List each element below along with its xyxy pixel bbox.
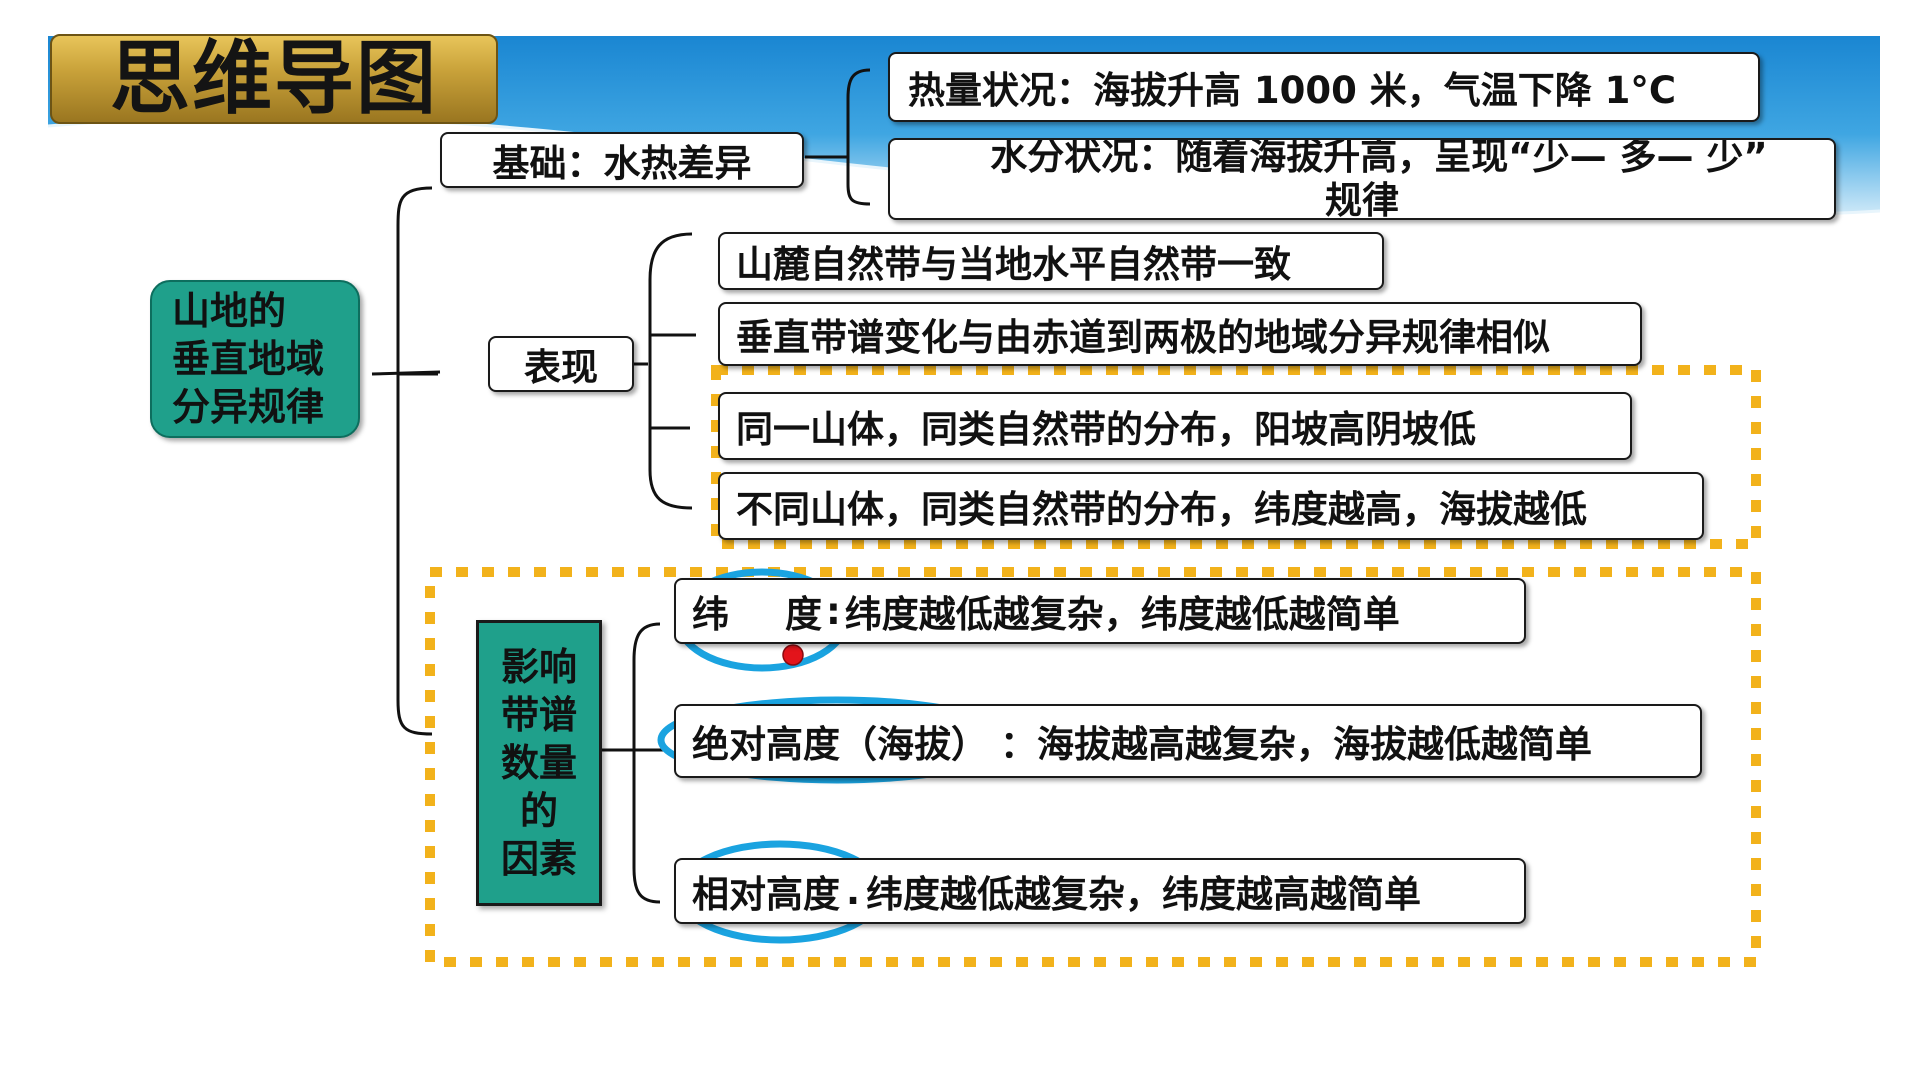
basis-label: 基础：水热差异 (492, 142, 752, 185)
factors-label: 影响 带谱 数量 的 因素 (500, 645, 577, 881)
water-condition-node: 水分状况：随着海拔升高，呈现“少— 多— 少” 规律 (888, 138, 1836, 220)
heat-condition-text: 热量状况：海拔升高 1000 米，气温下降 1°C (908, 69, 1677, 112)
manifestation-item-3-text: 同一山体，同类自然带的分布，阳坡高阴坡低 (736, 408, 1476, 451)
manifestation-item-1-text: 山麓自然带与当地水平自然带一致 (736, 243, 1291, 286)
manifestation-item-2: 垂直带谱变化与由赤道到两极的地域分异规律相似 (718, 302, 1642, 366)
manifestation-item-1: 山麓自然带与当地水平自然带一致 (718, 232, 1384, 290)
manifestation-node: 表现 (488, 336, 634, 392)
root-label: 山地的 垂直地域 分异规律 (172, 289, 325, 429)
factor-latitude-row: 纬 度 : 纬度越低越复杂，纬度越低越简单 (674, 578, 1526, 644)
red-dot-latitude (782, 644, 804, 666)
factor-relative-height-text: 纬度越低越复杂，纬度越高越简单 (866, 873, 1422, 916)
factor-absolute-height-text: ：海拔越高越复杂，海拔越低越简单 (1000, 723, 1592, 766)
factor-latitude-key-b: 度 (785, 593, 822, 636)
water-condition-text-line2: 规律 (1325, 179, 1399, 220)
manifestation-item-4-text: 不同山体，同类自然带的分布，纬度越高，海拔越低 (736, 488, 1587, 531)
factor-latitude-text: 纬度越低越复杂，纬度越低越简单 (844, 593, 1400, 636)
manifestation-item-3: 同一山体，同类自然带的分布，阳坡高阴坡低 (718, 392, 1632, 460)
factor-latitude-key-a: 纬 (692, 593, 729, 636)
heat-condition-node: 热量状况：海拔升高 1000 米，气温下降 1°C (888, 52, 1760, 122)
manifestation-item-4: 不同山体，同类自然带的分布，纬度越高，海拔越低 (718, 472, 1704, 540)
root-node: 山地的 垂直地域 分异规律 (150, 280, 360, 438)
factor-absolute-height-row: 绝对高度（海拔） ：海拔越高越复杂，海拔越低越简单 (674, 704, 1702, 778)
factor-relative-height-key: 相对高度 (692, 873, 840, 916)
title-banner: 思维导图 (50, 34, 498, 124)
factors-node: 影响 带谱 数量 的 因素 (476, 620, 602, 906)
factor-absolute-height-key: 绝对高度（海拔） (692, 723, 988, 766)
basis-node: 基础：水热差异 (440, 132, 804, 188)
page-title: 思维导图 (110, 32, 438, 125)
manifestation-item-2-text: 垂直带谱变化与由赤道到两极的地域分异规律相似 (736, 316, 1550, 359)
factor-latitude-colon: : (826, 589, 841, 633)
factor-relative-height-row: 相对高度 . 纬度越低越复杂，纬度越高越简单 (674, 858, 1526, 924)
manifestation-label: 表现 (524, 346, 598, 389)
water-condition-text-line1: 水分状况：随着海拔升高，呈现“少— 多— 少” (990, 138, 1768, 178)
factor-relative-height-colon: . (846, 869, 861, 913)
